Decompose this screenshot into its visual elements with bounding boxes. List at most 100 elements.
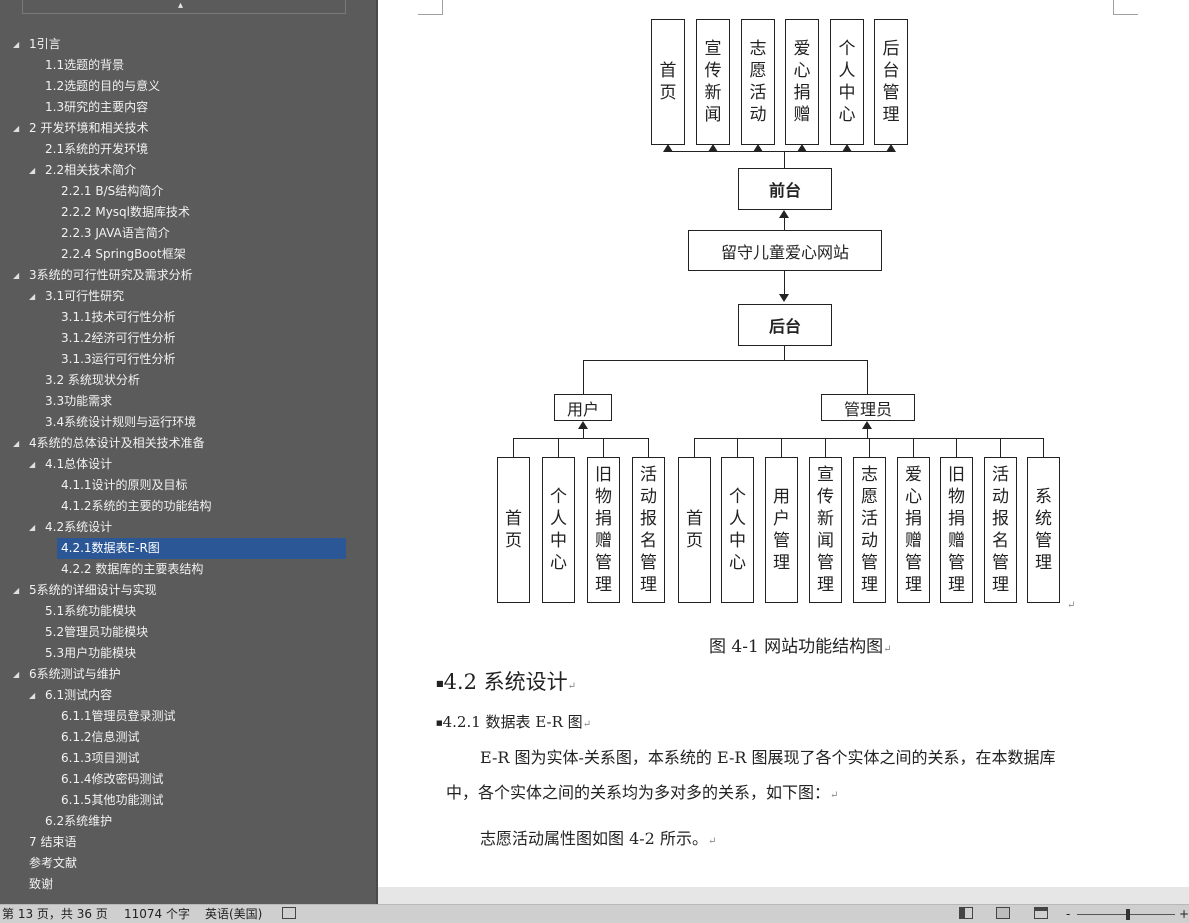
nav-heading-item[interactable]: ◢6系统测试与维护 xyxy=(13,664,121,685)
web-layout-icon[interactable] xyxy=(1034,907,1048,919)
nav-heading-item[interactable]: ◢4.1总体设计 xyxy=(29,454,112,475)
nav-heading-item[interactable]: ◢6.1测试内容 xyxy=(29,685,112,706)
expand-triangle-icon[interactable]: ◢ xyxy=(13,670,20,679)
nav-heading-item[interactable]: 3.1.2经济可行性分析 xyxy=(61,328,176,349)
nav-heading-item[interactable]: 1.1选题的背景 xyxy=(45,55,124,76)
status-bar: 第 13 页，共 36 页 11074 个字 英语(美国) - + xyxy=(0,904,1189,923)
nav-heading-item[interactable]: ◢4系统的总体设计及相关技术准备 xyxy=(13,433,205,454)
nav-heading-item[interactable]: 6.1.3项目测试 xyxy=(61,748,140,769)
arrow-up-icon xyxy=(708,144,718,152)
nav-heading-label: 1引言 xyxy=(29,37,61,51)
nav-heading-item[interactable]: 6.1.4修改密码测试 xyxy=(61,769,164,790)
nav-collapse-bar[interactable] xyxy=(22,0,346,14)
nav-heading-item[interactable]: ◢5系统的详细设计与实现 xyxy=(13,580,157,601)
box-char: 闻 xyxy=(704,105,722,125)
nav-heading-label: 4.1.1设计的原则及目标 xyxy=(61,478,188,492)
user-module-box: 个人中心 xyxy=(542,457,575,603)
macro-record-icon[interactable] xyxy=(282,907,296,919)
nav-heading-item[interactable]: 2.2.1 B/S结构简介 xyxy=(61,181,163,202)
expand-triangle-icon[interactable]: ◢ xyxy=(29,460,36,469)
box-char: 心 xyxy=(550,553,567,573)
nav-heading-item[interactable]: 3.1.3运行可行性分析 xyxy=(61,349,176,370)
connector-line xyxy=(558,438,559,457)
nav-heading-item[interactable]: 1.3研究的主要内容 xyxy=(45,97,148,118)
box-char: 户 xyxy=(773,509,790,529)
nav-heading-item[interactable]: 7 结束语 xyxy=(29,832,76,853)
expand-triangle-icon[interactable]: ◢ xyxy=(29,292,36,301)
nav-heading-item[interactable]: 6.1.5其他功能测试 xyxy=(61,790,164,811)
nav-heading-item[interactable]: ◢3系统的可行性研究及需求分析 xyxy=(13,265,193,286)
box-char: 管 xyxy=(882,83,900,103)
nav-heading-label: 3.1可行性研究 xyxy=(45,289,125,303)
nav-heading-item[interactable]: 致谢 xyxy=(29,874,53,895)
front-module-box: 后台管理 xyxy=(874,19,908,145)
expand-triangle-icon[interactable]: ◢ xyxy=(13,271,20,280)
nav-heading-label: 3.3功能需求 xyxy=(45,394,113,408)
box-char: 名 xyxy=(640,531,657,551)
arrow-up-icon xyxy=(797,144,807,152)
nav-heading-label: 3.1.1技术可行性分析 xyxy=(61,310,176,324)
nav-heading-item[interactable]: 3.3功能需求 xyxy=(45,391,112,412)
nav-heading-item[interactable]: 5.1系统功能模块 xyxy=(45,601,136,622)
nav-heading-item[interactable]: 2.2.2 Mysql数据库技术 xyxy=(61,202,190,223)
nav-heading-item[interactable]: 2.2.3 JAVA语言简介 xyxy=(61,223,170,244)
connector-line xyxy=(956,438,957,457)
nav-heading-item[interactable]: 4.2.1数据表E-R图 xyxy=(57,538,346,559)
page-count[interactable]: 第 13 页，共 36 页 xyxy=(2,907,108,921)
nav-heading-item[interactable]: 4.1.2系统的主要的功能结构 xyxy=(61,496,212,517)
nav-heading-item[interactable]: 1.2选题的目的与意义 xyxy=(45,76,160,97)
expand-triangle-icon[interactable]: ◢ xyxy=(13,124,20,133)
zoom-slider-thumb[interactable] xyxy=(1126,909,1130,920)
nav-heading-item[interactable]: 2.1系统的开发环境 xyxy=(45,139,148,160)
nav-heading-label: 4.2.2 数据库的主要表结构 xyxy=(61,562,204,576)
pane-splitter[interactable] xyxy=(376,0,378,904)
front-module-box: 志愿活动 xyxy=(741,19,775,145)
nav-heading-label: 2.2.4 SpringBoot框架 xyxy=(61,247,186,261)
nav-heading-label: 致谢 xyxy=(29,877,54,891)
box-char: 赠 xyxy=(948,531,965,551)
nav-heading-item[interactable]: 3.4系统设计规则与运行环境 xyxy=(45,412,196,433)
nav-heading-item[interactable]: ◢2.2相关技术简介 xyxy=(29,160,136,181)
expand-triangle-icon[interactable]: ◢ xyxy=(29,523,36,532)
connector-line xyxy=(869,438,870,457)
connector-line xyxy=(513,438,649,439)
box-char: 个 xyxy=(729,487,746,507)
nav-heading-label: 6.1.3项目测试 xyxy=(61,751,140,765)
nav-heading-item[interactable]: 参考文献 xyxy=(29,853,77,874)
nav-heading-item[interactable]: ◢ 3.1可行性研究 xyxy=(29,286,125,307)
nav-heading-item[interactable]: 3.1.1技术可行性分析 xyxy=(61,307,176,328)
site-root-box: 留守儿童爱心网站 xyxy=(688,230,882,271)
box-char: 理 xyxy=(882,105,900,125)
nav-heading-item[interactable]: 6.1.1管理员登录测试 xyxy=(61,706,176,727)
expand-triangle-icon[interactable]: ◢ xyxy=(29,166,36,175)
connector-line xyxy=(867,360,868,394)
arrow-up-icon xyxy=(886,144,896,152)
nav-heading-item[interactable]: 4.2.2 数据库的主要表结构 xyxy=(61,559,203,580)
nav-heading-item[interactable]: 5.2管理员功能模块 xyxy=(45,622,148,643)
expand-triangle-icon[interactable]: ◢ xyxy=(29,691,36,700)
collapse-up-icon[interactable]: ▴ xyxy=(178,0,184,11)
zoom-out-button[interactable]: - xyxy=(1066,907,1071,921)
expand-triangle-icon[interactable]: ◢ xyxy=(13,40,20,49)
nav-heading-item[interactable]: 3.2 系统现状分析 xyxy=(45,370,140,391)
nav-heading-item[interactable]: 6.2系统维护 xyxy=(45,811,112,832)
nav-heading-item[interactable]: 6.1.2信息测试 xyxy=(61,727,140,748)
nav-heading-item[interactable]: ◢4.2系统设计 xyxy=(29,517,112,538)
nav-heading-item[interactable]: 4.1.1设计的原则及目标 xyxy=(61,475,188,496)
nav-heading-item[interactable]: ◢ 1引言 xyxy=(13,34,61,55)
word-count[interactable]: 11074 个字 xyxy=(124,907,190,921)
connector-line xyxy=(694,438,695,457)
zoom-in-button[interactable]: + xyxy=(1179,907,1189,921)
nav-heading-item[interactable]: ◢2 开发环境和相关技术 xyxy=(13,118,148,139)
nav-heading-label: 2.2.1 B/S结构简介 xyxy=(61,184,164,198)
box-char: 动 xyxy=(640,487,657,507)
expand-triangle-icon[interactable]: ◢ xyxy=(13,439,20,448)
nav-heading-item[interactable]: 2.2.4 SpringBoot框架 xyxy=(61,244,186,265)
expand-triangle-icon[interactable]: ◢ xyxy=(13,586,20,595)
print-layout-icon[interactable] xyxy=(996,907,1010,919)
box-char: 理 xyxy=(948,575,965,595)
box-char: 管 xyxy=(773,531,790,551)
read-mode-icon[interactable] xyxy=(959,907,973,919)
language-indicator[interactable]: 英语(美国) xyxy=(205,907,263,921)
nav-heading-item[interactable]: 5.3用户功能模块 xyxy=(45,643,136,664)
